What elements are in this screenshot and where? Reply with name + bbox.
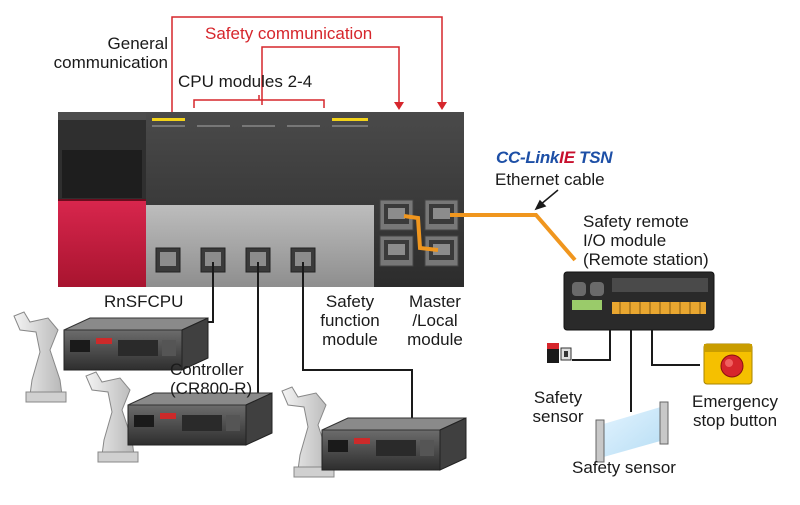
safety-remote-io-label: Safety remote I/O module (Remote station…: [583, 212, 709, 269]
safety-function-module: [326, 112, 374, 287]
light-curtain-label: Safety sensor: [572, 458, 676, 477]
power-supply-unit: [58, 112, 146, 287]
master-local-module-label: Master /Local module: [407, 292, 463, 349]
rnsfcpu-module: [146, 112, 191, 287]
cpu-module-3: [236, 112, 281, 287]
controller-label: Controller (CR800-R): [170, 360, 253, 398]
remote-io-wires: [572, 330, 700, 412]
robot-unit-1: [13, 311, 209, 403]
safety-communication-lines: [171, 16, 447, 112]
ethernet-cables: [403, 213, 577, 262]
safety-function-module-label: Safety function module: [320, 292, 380, 349]
ethernet-cable-label: Ethernet cable: [495, 170, 605, 189]
rnsfcpu-label: RnSFCPU: [104, 292, 184, 311]
plc-rack: [58, 112, 464, 287]
cpu-module-2: [191, 112, 236, 287]
emergency-stop-label: Emergency stop button: [692, 392, 778, 430]
small-safety-sensor-label: Safety sensor: [532, 388, 584, 426]
cpu-modules-label: CPU modules 2-4: [178, 72, 313, 91]
safety-remote-io-module: [563, 271, 715, 331]
network-module-a: [374, 112, 419, 287]
cpu-module-4: [281, 112, 326, 287]
small-safety-sensor: [547, 343, 572, 363]
emergency-stop-button: [703, 343, 753, 385]
cable-pointer: [534, 189, 559, 211]
robot-unit-3: [281, 386, 467, 478]
robot-unit-2: [85, 371, 273, 463]
safety-communication-label: Safety communication: [205, 24, 373, 43]
general-communication-label: General communication: [53, 34, 168, 72]
master-local-module: [419, 112, 464, 287]
light-curtain-sensor: [595, 401, 669, 463]
